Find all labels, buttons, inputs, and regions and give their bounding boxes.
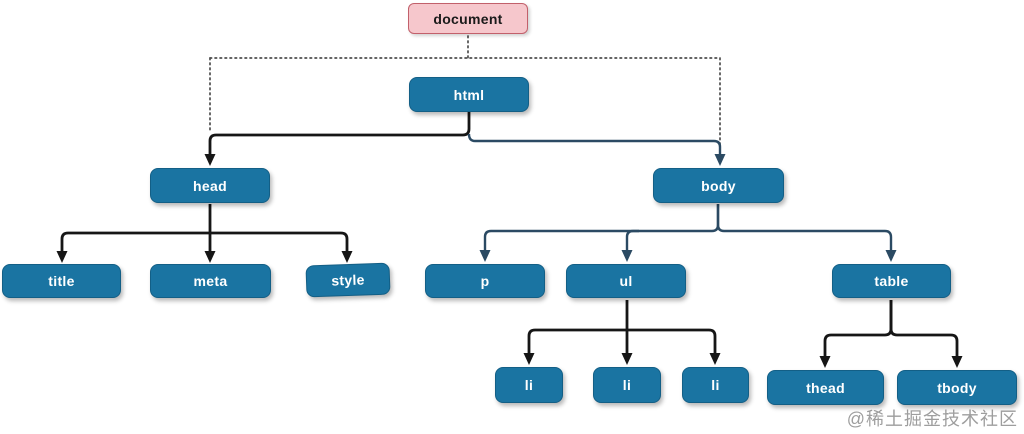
arrowhead-html-head bbox=[204, 154, 216, 166]
node-thead: thead bbox=[767, 370, 884, 405]
edge-html-body bbox=[467, 133, 722, 154]
arrowhead-html-body bbox=[714, 154, 726, 166]
edge-head-title bbox=[60, 231, 210, 251]
arrowhead-body-table bbox=[885, 250, 897, 262]
node-label: li bbox=[524, 377, 534, 393]
node-table: table bbox=[832, 264, 951, 298]
node-html: html bbox=[409, 77, 529, 112]
arrowhead-ul-li-1 bbox=[523, 353, 535, 365]
node-label: html bbox=[453, 86, 485, 103]
node-li-3: li bbox=[682, 367, 749, 403]
edge-ul-li-1 bbox=[527, 328, 627, 353]
node-li-1: li bbox=[495, 367, 563, 403]
arrowhead-table-tbody bbox=[951, 356, 963, 368]
node-label: meta bbox=[193, 273, 228, 289]
node-label: head bbox=[193, 177, 227, 194]
watermark: @稀土掘金技术社区 bbox=[846, 409, 1018, 429]
edge-body-table bbox=[716, 204, 893, 250]
edge-html-head bbox=[208, 112, 471, 154]
node-label: ul bbox=[619, 273, 633, 289]
node-head: head bbox=[150, 168, 270, 203]
node-label: thead bbox=[806, 379, 845, 396]
node-label: li bbox=[622, 377, 632, 393]
node-label: style bbox=[331, 271, 365, 289]
node-document: document bbox=[408, 3, 528, 34]
node-label: p bbox=[480, 273, 490, 289]
arrowhead-head-title bbox=[56, 251, 68, 263]
node-p: p bbox=[425, 264, 545, 298]
edge-table-thead bbox=[823, 300, 893, 356]
node-label: title bbox=[48, 273, 75, 289]
node-meta: meta bbox=[150, 264, 271, 298]
node-ul: ul bbox=[566, 264, 686, 298]
edge-table-tbody bbox=[889, 300, 959, 356]
arrowhead-head-meta bbox=[204, 251, 216, 263]
edge-body-p bbox=[483, 204, 720, 250]
edge-body-ul bbox=[625, 229, 639, 250]
node-tbody: tbody bbox=[897, 370, 1017, 405]
edge-ul-li-3 bbox=[627, 328, 717, 353]
arrowhead-table-thead bbox=[819, 356, 831, 368]
edge-head-style bbox=[210, 231, 349, 251]
node-label: tbody bbox=[937, 379, 977, 396]
node-style: style bbox=[305, 262, 391, 298]
node-label: li bbox=[711, 377, 720, 393]
arrowhead-body-p bbox=[479, 250, 491, 262]
arrowhead-ul-li-2 bbox=[621, 353, 633, 365]
node-title: title bbox=[2, 264, 121, 298]
node-label: document bbox=[433, 10, 503, 27]
arrowhead-body-ul bbox=[621, 250, 633, 262]
arrowhead-ul-li-3 bbox=[709, 353, 721, 365]
node-li-2: li bbox=[593, 367, 661, 403]
node-body: body bbox=[653, 168, 784, 203]
node-label: table bbox=[874, 273, 909, 289]
arrowhead-head-style bbox=[341, 251, 353, 263]
node-label: body bbox=[701, 177, 736, 194]
